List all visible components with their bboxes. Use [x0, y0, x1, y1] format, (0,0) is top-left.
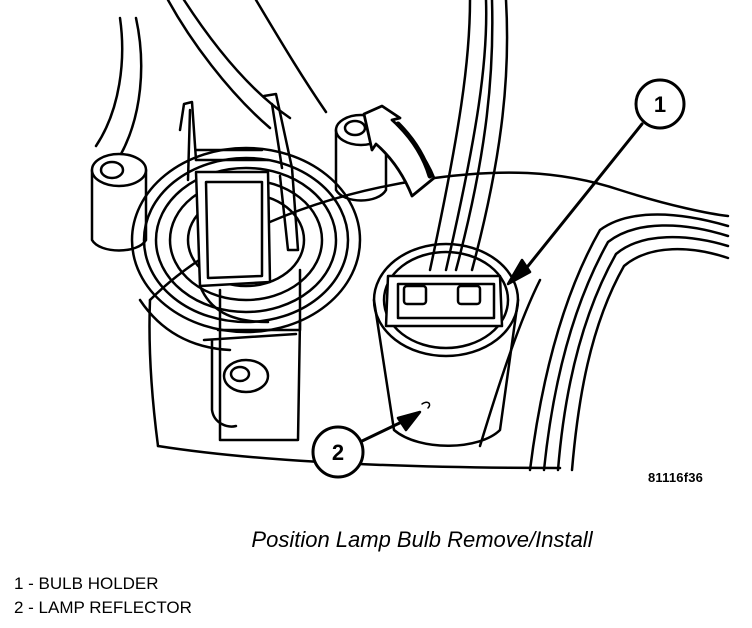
- callout-1: 1: [506, 78, 686, 286]
- callout-2-number: 2: [332, 440, 344, 465]
- mounting-stud-left: [90, 152, 148, 252]
- callout-1-number: 1: [654, 92, 666, 117]
- upper-wiring: [94, 0, 328, 158]
- legend-item-bulb-holder: 1 - BULB HOLDER: [14, 574, 159, 593]
- rotation-arrow: [362, 104, 436, 198]
- headlamp-connector: [194, 170, 302, 442]
- caption-text: Position Lamp Bulb Remove/Install: [251, 527, 593, 552]
- figure-id: 81116f36: [648, 470, 704, 485]
- bulb-holder-wires: [428, 0, 509, 272]
- retaining-clip: [178, 92, 302, 428]
- legend-item-lamp-reflector: 2 - LAMP REFLECTOR: [14, 598, 192, 617]
- callout-2: 2: [311, 401, 431, 479]
- figure-caption: Position Lamp Bulb Remove/Install: [0, 527, 752, 553]
- bulb-holder: [372, 242, 520, 447]
- legend: 1 - BULB HOLDER 2 - LAMP REFLECTOR: [14, 572, 192, 620]
- lamp-assembly-diagram: 1 2: [90, 0, 730, 479]
- mounting-stud-bottom: [222, 358, 270, 394]
